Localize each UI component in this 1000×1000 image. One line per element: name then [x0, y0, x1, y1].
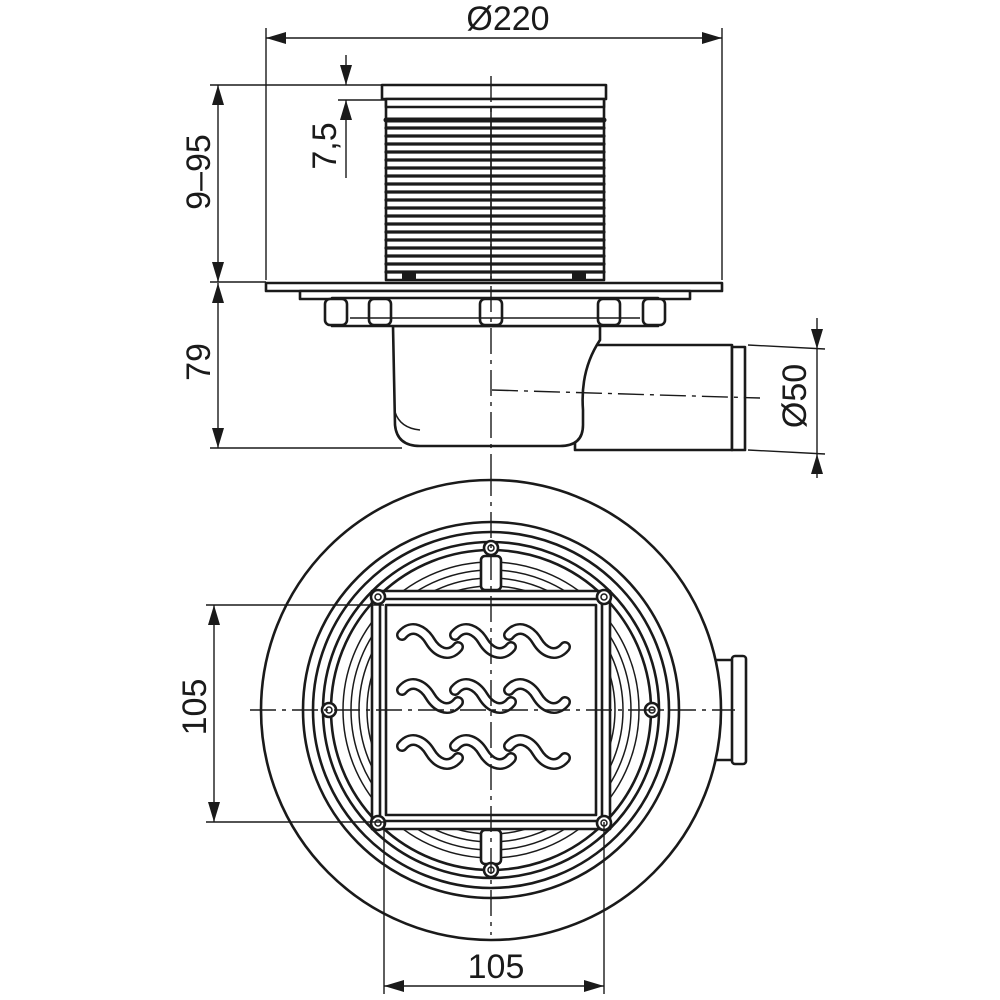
grate-slot-inner	[451, 625, 515, 657]
dimension-grate-width: 105	[383, 822, 605, 994]
side-view: Ø220 9–95 7,5 79	[180, 0, 826, 478]
label-height-range: 9–95	[180, 134, 218, 210]
grate-slot-inner	[398, 625, 462, 657]
grate-slot-inner	[451, 680, 515, 712]
dimension-body-height: 79	[180, 283, 402, 449]
dimension-height-range: 9–95	[180, 84, 385, 283]
extension-sleeve	[384, 98, 606, 282]
square-grate	[369, 588, 613, 832]
label-outlet-diameter: Ø50	[776, 364, 814, 428]
drain-body	[391, 324, 602, 448]
label-grate-thickness: 7,5	[306, 122, 344, 169]
dimension-grate-height: 105	[176, 604, 384, 823]
dimension-grate-thickness: 7,5	[306, 55, 385, 178]
grate-slot-inner	[505, 680, 569, 712]
grate-slot-inner	[505, 736, 569, 768]
top-view: 105 105	[176, 470, 748, 994]
label-grate-width: 105	[468, 948, 525, 986]
grate-slot-inner	[451, 736, 515, 768]
grate-slot-inner	[505, 625, 569, 657]
label-grate-height: 105	[176, 679, 214, 736]
dimension-outlet-diameter: Ø50	[747, 318, 826, 478]
flange	[264, 281, 724, 328]
grate-slot-inner	[398, 736, 462, 768]
top-grate-side	[380, 83, 608, 123]
grate-slot-inner	[398, 680, 462, 712]
label-flange-diameter: Ø220	[466, 0, 549, 38]
label-body-height: 79	[180, 343, 218, 381]
dimension-flange-diameter: Ø220	[265, 0, 723, 280]
outlet-pipe	[573, 343, 747, 452]
